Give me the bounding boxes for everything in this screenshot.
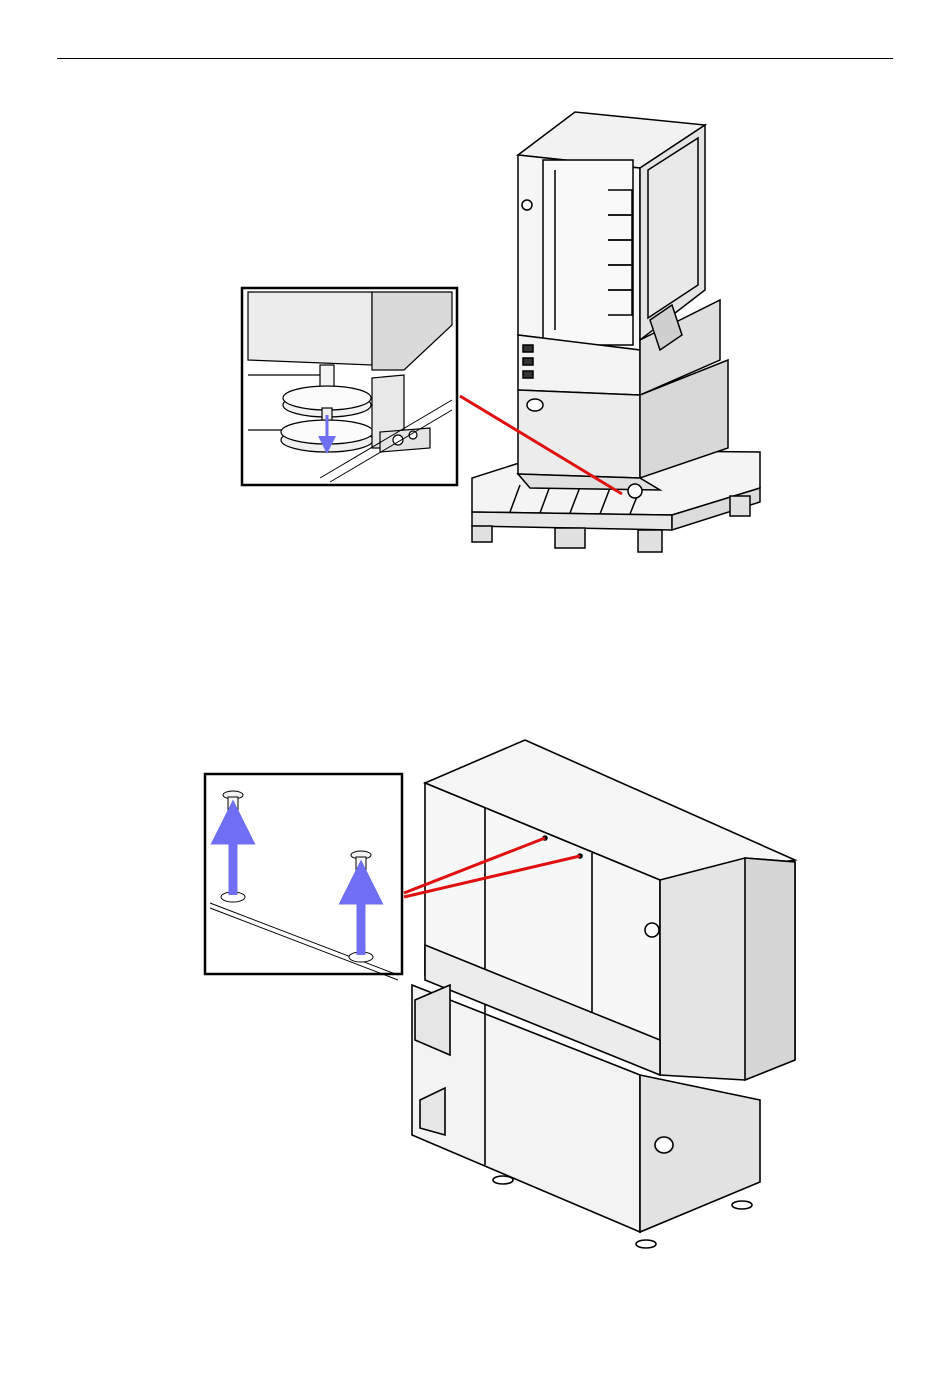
- machine-tall: [518, 112, 728, 498]
- top-figure: [0, 0, 950, 600]
- pointer-line-bottom-2: [404, 856, 580, 897]
- machine-wide: [412, 740, 795, 1248]
- pointer-line-bottom-1: [404, 838, 545, 893]
- detail-leveling-foot: [242, 288, 457, 485]
- detail-transport-screws: [205, 774, 402, 980]
